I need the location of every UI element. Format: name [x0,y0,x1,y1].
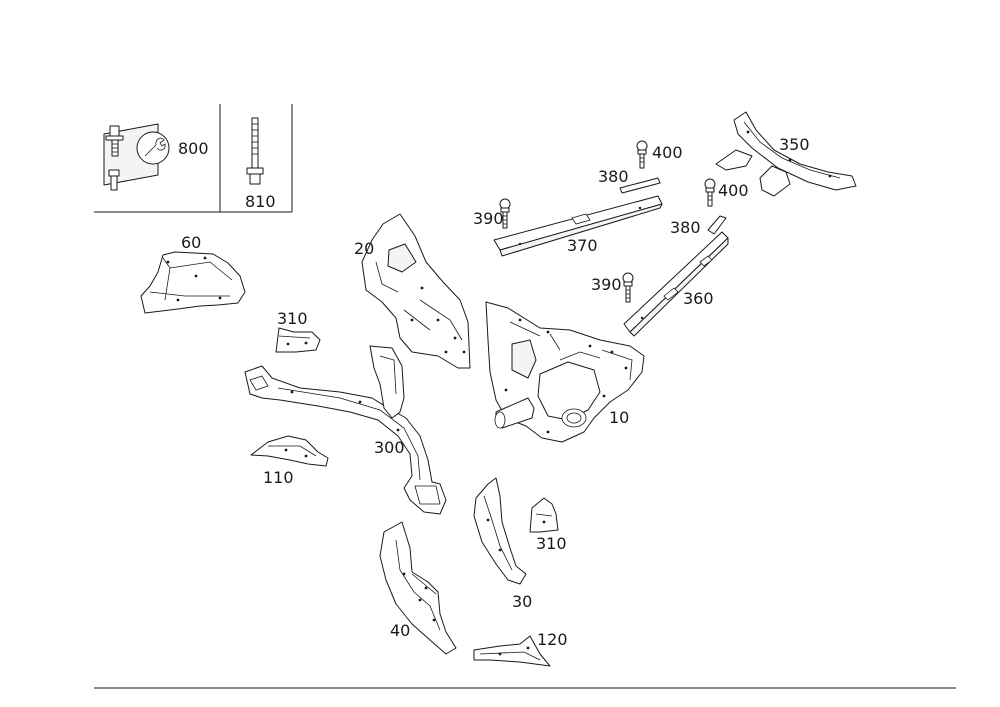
part-370-strut[interactable] [493,195,663,257]
callout-800[interactable]: 800 [178,139,209,158]
part-40-panel[interactable] [379,521,457,655]
wrench-icon [136,131,170,165]
callout-40[interactable]: 40 [390,621,410,640]
part-390-bolt-upper[interactable] [499,198,511,229]
callout-380-lower[interactable]: 380 [670,218,701,237]
callout-400-upper[interactable]: 400 [652,143,683,162]
part-380-strip-upper[interactable] [619,177,661,194]
callout-390-upper[interactable]: 390 [473,209,504,228]
callout-30[interactable]: 30 [512,592,532,611]
part-390-bolt-lower[interactable] [622,272,634,303]
callout-400-lower[interactable]: 400 [718,181,749,200]
callout-110[interactable]: 110 [263,468,294,487]
part-360-strut[interactable] [623,231,729,337]
callout-390-lower[interactable]: 390 [591,275,622,294]
callout-10[interactable]: 10 [609,408,629,427]
callout-380-upper[interactable]: 380 [598,167,629,186]
part-400-bolt-upper[interactable] [636,140,648,169]
part-30-panel[interactable] [473,477,527,585]
part-380-strip-lower[interactable] [707,215,727,235]
callout-20[interactable]: 20 [354,239,374,258]
part-310-bracket-upper[interactable] [275,327,321,353]
part-300-member[interactable] [244,345,447,515]
callout-120[interactable]: 120 [537,630,568,649]
callout-370[interactable]: 370 [567,236,598,255]
part-400-bolt-lower[interactable] [704,178,716,207]
part-110-plate[interactable] [250,435,329,467]
part-120-bracket[interactable] [473,635,551,667]
callout-350[interactable]: 350 [779,135,810,154]
callout-310-lower[interactable]: 310 [536,534,567,553]
part-310-bracket-lower[interactable] [529,497,559,533]
callout-360[interactable]: 360 [683,289,714,308]
callout-60[interactable]: 60 [181,233,201,252]
part-20-panel[interactable] [361,213,471,369]
callout-810[interactable]: 810 [245,192,276,211]
part-350-cross-member[interactable] [715,111,857,197]
part-10-wheelhouse[interactable] [485,301,645,443]
callout-300[interactable]: 300 [374,438,405,457]
legend-frame [94,104,293,213]
callout-310-upper[interactable]: 310 [277,309,308,328]
part-810-bolt[interactable] [246,117,264,185]
part-60-bracket[interactable] [140,251,246,314]
